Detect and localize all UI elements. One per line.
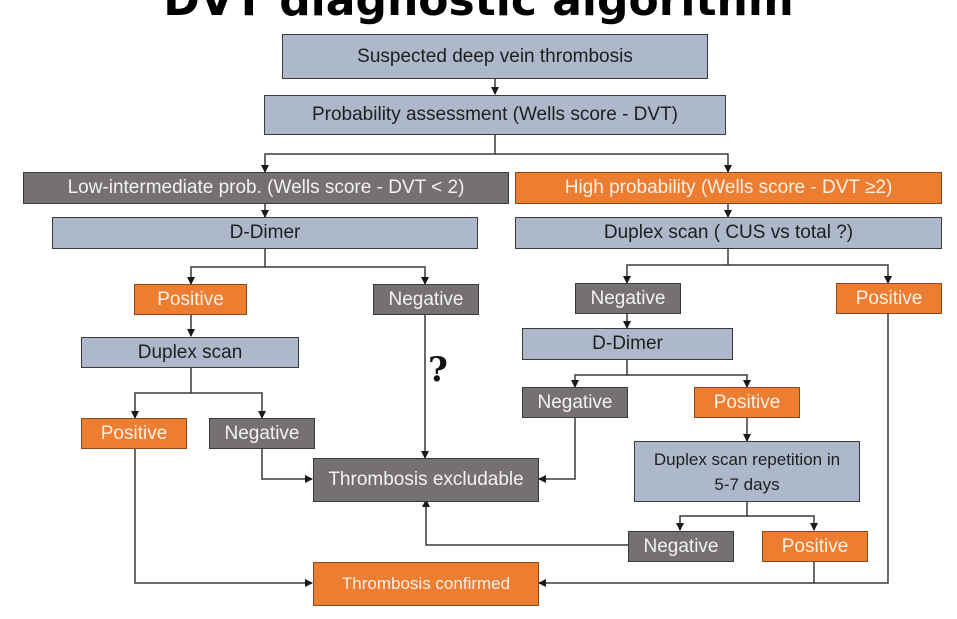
arrow-repeat-negative-to-excludable [422,499,630,546]
node-left-ddimer: D-Dimer [52,217,478,249]
node-duplex-repetition: Duplex scan repetition in 5-7 days [634,441,860,502]
arrow-rddimer-negative-to-excludable [538,418,576,483]
node-right-duplex-negative: Negative [575,283,681,314]
node-repeat-negative: Negative [628,531,734,562]
node-high-probability: High probability (Wells score - DVT ≥2) [515,172,942,204]
node-right-duplex-scan: Duplex scan ( CUS vs total ?) [515,217,942,249]
node-low-intermediate-probability: Low-intermediate prob. (Wells score - DV… [23,172,509,204]
node-left-duplex-positive: Positive [81,418,187,449]
arrow-rduplex-to-negative [623,249,729,284]
node-left-ddimer-negative: Negative [373,284,479,315]
node-right-ddimer-negative: Negative [522,387,628,418]
arrow-ddimer-to-positive [187,249,266,285]
node-probability-assessment: Probability assessment (Wells score - DV… [264,95,726,135]
arrow-duplex-to-negative [191,392,266,419]
node-right-ddimer: D-Dimer [522,328,733,360]
arrow-duplex-negative-to-excludable [261,448,313,483]
diagram-title: DVT diagnostic algorithm [163,0,794,26]
node-left-duplex-negative: Negative [209,418,315,449]
node-right-ddimer-positive: Positive [694,387,800,418]
arrow-probability-to-high [495,153,732,173]
node-thrombosis-excludable: Thrombosis excludable [313,458,539,502]
arrow-repeat-positive-to-confirmed [538,561,815,587]
arrow-rduplex-to-positive [728,264,892,284]
node-left-duplex-scan: Duplex scan [81,337,299,368]
arrow-rpositive-to-confirmed [814,313,889,584]
arrow-probability-to-low [261,134,496,173]
arrow-repeat-to-negative [676,502,748,531]
node-suspected-dvt: Suspected deep vein thrombosis [282,34,708,79]
node-right-duplex-positive: Positive [836,283,942,314]
uncertain-question-mark: ? [428,350,448,390]
node-repeat-positive: Positive [762,531,868,562]
arrow-duplex-positive-to-confirmed [134,448,313,587]
node-thrombosis-confirmed: Thrombosis confirmed [313,562,539,606]
node-left-ddimer-positive: Positive [134,284,247,315]
arrow-rddimer-to-positive [627,374,751,388]
arrow-ddimer-to-negative [265,266,429,285]
arrow-repeat-to-positive [747,515,818,531]
arrow-duplex-to-positive [131,367,192,419]
arrow-rddimer-to-negative [571,360,628,388]
